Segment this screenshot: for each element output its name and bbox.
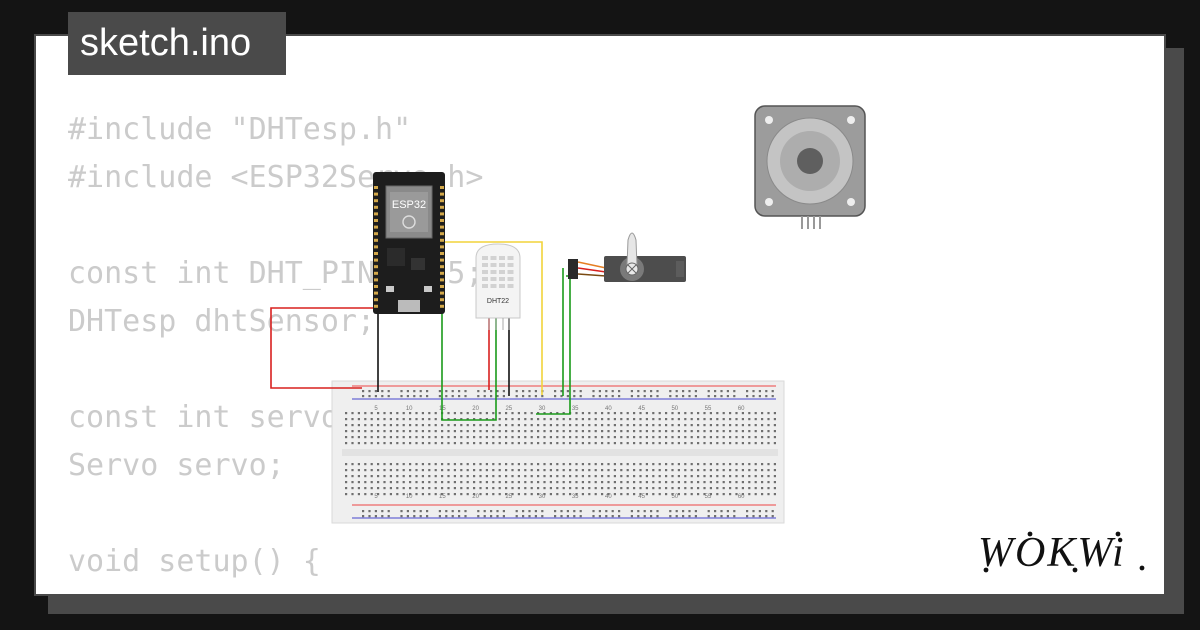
- breadboard-column-number: 50: [671, 406, 678, 412]
- breadboard-column-number: 30: [539, 494, 546, 500]
- breadboard-column-number: 10: [406, 494, 413, 500]
- code-line: Serial.begin(115200);: [68, 586, 501, 594]
- esp32-pins: [374, 186, 444, 308]
- code-line: void setup() {: [68, 544, 321, 579]
- dht22-label: DHT22: [487, 298, 509, 305]
- file-tab-label: sketch.ino: [80, 22, 252, 64]
- breadboard-column-number: 60: [738, 494, 745, 500]
- wire-yellow-signal: [440, 241, 543, 395]
- preview-card: #include "DHTesp.h"#include <ESP32Servo.…: [34, 34, 1166, 596]
- breadboard-column-number: 20: [472, 494, 479, 500]
- wire-red-power: [270, 307, 373, 389]
- servo-motor[interactable]: [568, 232, 686, 282]
- code-line: DHTesp dhtSensor;: [68, 304, 376, 339]
- breadboard-column-number: 55: [705, 494, 712, 500]
- breadboard-column-number: 25: [505, 406, 512, 412]
- breadboard-column-number: 20: [472, 406, 479, 412]
- breadboard-column-number: 35: [572, 406, 579, 412]
- dht22-vents: [482, 256, 514, 288]
- breadboard-column-number: 5: [374, 494, 378, 500]
- code-line: Servo servo;: [68, 448, 285, 483]
- file-tab[interactable]: sketch.ino: [68, 12, 286, 75]
- breadboard-column-number: 40: [605, 406, 612, 412]
- dht22-sensor[interactable]: DHT22: [475, 243, 521, 330]
- breadboard-column-number: 40: [605, 494, 612, 500]
- breadboard-column-number: 10: [406, 406, 413, 412]
- code-line: #include "DHTesp.h": [68, 112, 412, 147]
- breadboard-column-number: 35: [572, 494, 579, 500]
- svg-text:WOKWi: WOKWi: [978, 530, 1126, 576]
- code-background: #include "DHTesp.h"#include <ESP32Servo.…: [68, 106, 501, 594]
- wokwi-logo: WOKWi: [978, 530, 1145, 576]
- stepper-motor[interactable]: [754, 105, 866, 229]
- breadboard-column-number: 45: [638, 406, 645, 412]
- wire-green-dht: [441, 305, 497, 421]
- breadboard-column-number: 5: [374, 406, 378, 412]
- breadboard-column-number: 25: [505, 494, 512, 500]
- esp32-label: ESP32: [392, 199, 426, 211]
- breadboard-column-number: 60: [738, 406, 745, 412]
- breadboard: 5 10 15 20 25 30 35 40 45 50 55 60 5 10 15 20 25 30 35 40 4…: [331, 380, 785, 524]
- breadboard-column-number: 55: [705, 406, 712, 412]
- breadboard-numbers-bottom: 5 10 15 20 25 30 35 40 45 50 55 60: [374, 494, 745, 500]
- breadboard-column-number: 45: [638, 494, 645, 500]
- breadboard-column-number: 50: [671, 494, 678, 500]
- esp32-board[interactable]: ESP32: [373, 172, 445, 314]
- wire-servo-lead: [577, 261, 607, 269]
- breadboard-column-number: 30: [539, 406, 546, 412]
- wires: [270, 241, 607, 421]
- breadboard-column-number: 15: [439, 494, 446, 500]
